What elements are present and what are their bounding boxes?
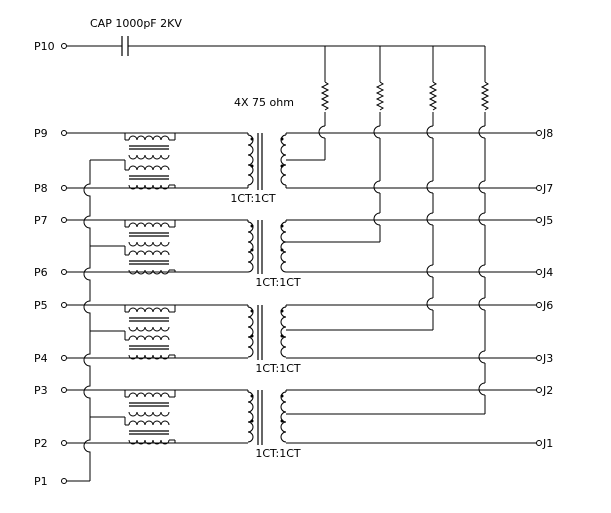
- pin-label-p6: P6: [34, 266, 48, 279]
- pin-label-p7: P7: [34, 214, 48, 227]
- terminal-p4: [61, 355, 67, 361]
- terminal-p3: [61, 387, 67, 393]
- pin-label-p8: P8: [34, 182, 48, 195]
- terminal-p8: [61, 185, 67, 191]
- pin-label-p1: P1: [34, 475, 48, 488]
- terminal-p10: [61, 43, 67, 49]
- transformer-group-2: [124, 219, 536, 275]
- pin-label-p4: P4: [34, 352, 48, 365]
- pin-label-p9: P9: [34, 127, 48, 140]
- pin-label-j1: J1: [542, 437, 553, 450]
- pin-label-j7: J7: [542, 182, 553, 195]
- resistor-label: 4X 75 ohm: [234, 96, 294, 109]
- capacitor-bus: [67, 36, 485, 56]
- pin-label-j5: J5: [542, 214, 553, 227]
- terminal-p9: [61, 130, 67, 136]
- terminal-p2: [61, 440, 67, 446]
- left-terminals: [61, 43, 67, 484]
- ratio-label-1: 1CT:1CT: [230, 192, 276, 205]
- transformer-group-4: [124, 389, 536, 445]
- terminal-j8: [536, 130, 542, 136]
- pin-label-p5: P5: [34, 299, 48, 312]
- resistor-4: [480, 81, 490, 111]
- pin-label-p10: P10: [34, 40, 55, 53]
- terminal-j7: [536, 185, 542, 191]
- terminal-p7: [61, 217, 67, 223]
- transformer-group-3: [124, 304, 536, 360]
- ratio-label-3: 1CT:1CT: [255, 362, 301, 375]
- resistor-1: [320, 81, 330, 111]
- terminal-j4: [536, 269, 542, 275]
- resistor-3: [428, 81, 438, 111]
- terminal-p1: [61, 478, 67, 484]
- terminal-j1: [536, 440, 542, 446]
- terminal-j5: [536, 217, 542, 223]
- pin-label-j8: J8: [542, 127, 553, 140]
- transformer-group-1: [124, 132, 536, 190]
- pin-label-j2: J2: [542, 384, 553, 397]
- right-terminals: [536, 130, 542, 446]
- resistor-2: [375, 81, 385, 111]
- ratio-label-2: 1CT:1CT: [255, 276, 301, 289]
- terminal-p5: [61, 302, 67, 308]
- ratio-label-4: 1CT:1CT: [255, 447, 301, 460]
- terminal-j6: [536, 302, 542, 308]
- resistor-network: [296, 46, 490, 415]
- terminal-j2: [536, 387, 542, 393]
- terminal-p6: [61, 269, 67, 275]
- capacitor-label: CAP 1000pF 2KV: [90, 17, 182, 30]
- pin-label-j6: J6: [542, 299, 553, 312]
- pin-label-p2: P2: [34, 437, 48, 450]
- pin-label-j4: J4: [542, 266, 553, 279]
- pin-label-p3: P3: [34, 384, 48, 397]
- terminal-j3: [536, 355, 542, 361]
- left-common-bus: [67, 159, 125, 482]
- pin-label-j3: J3: [542, 352, 553, 365]
